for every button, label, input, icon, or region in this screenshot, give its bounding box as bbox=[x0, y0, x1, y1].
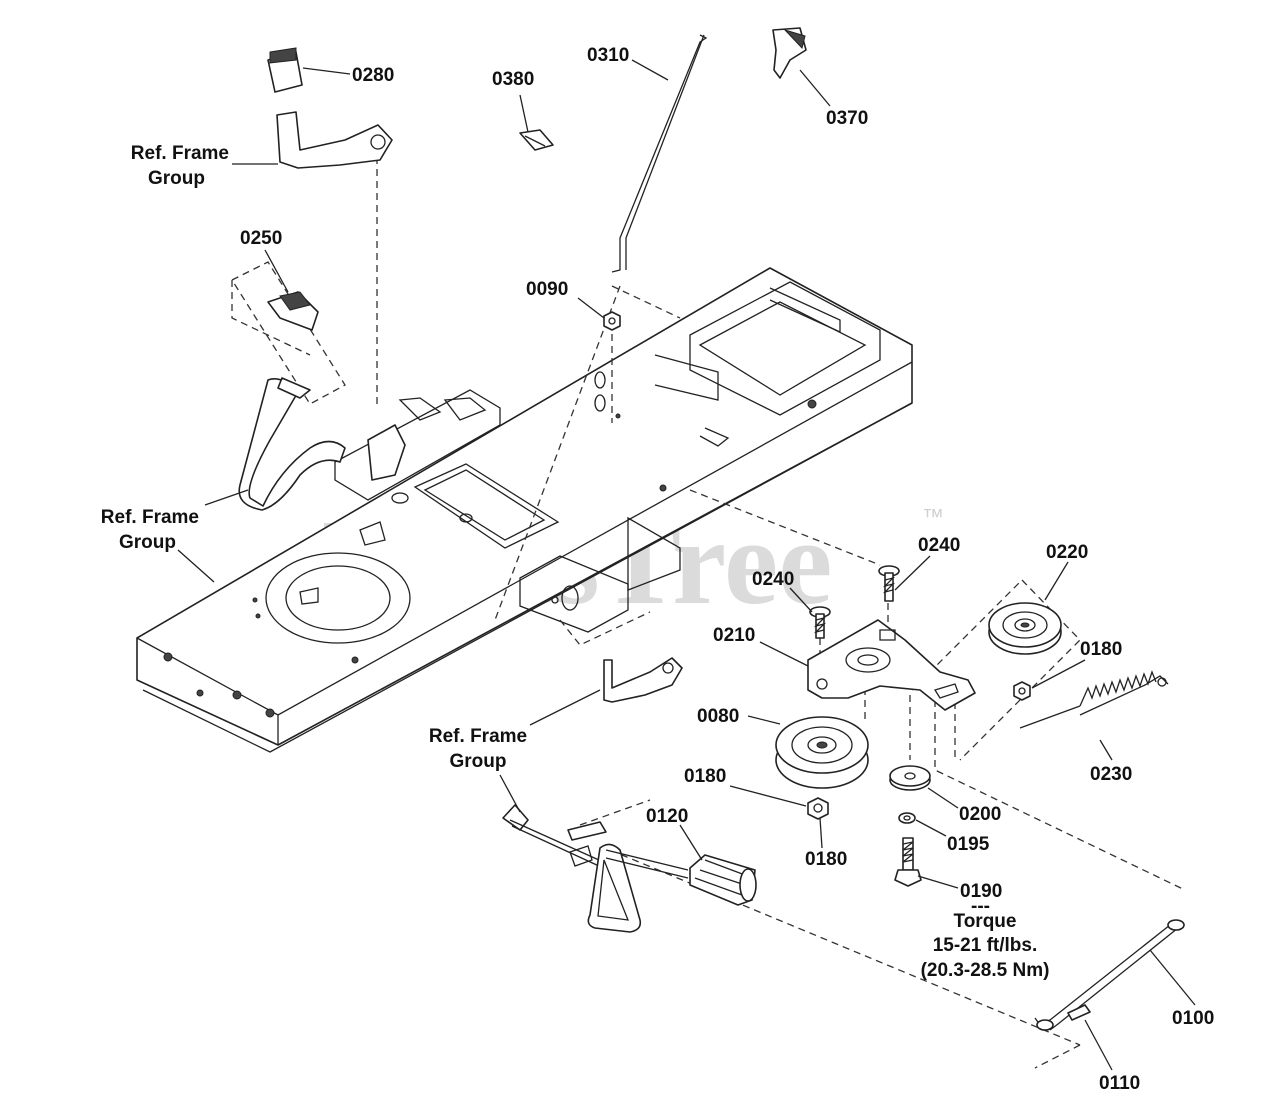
torque-title: Torque bbox=[954, 911, 1017, 932]
torque-value-ftlbs: 15-21 ft/lbs. bbox=[933, 935, 1038, 956]
part-0230-spring bbox=[1019, 670, 1169, 729]
part-0190-bolt bbox=[894, 837, 922, 887]
label-0180-right: 0180 bbox=[1080, 639, 1122, 660]
label-0200: 0200 bbox=[959, 804, 1001, 825]
label-0210: 0210 bbox=[713, 625, 755, 646]
label-0120: 0120 bbox=[646, 806, 688, 827]
part-0220-pulley bbox=[988, 602, 1062, 655]
label-0080: 0080 bbox=[697, 706, 739, 727]
part-0240-bolt-b bbox=[878, 565, 900, 602]
label-ref-frame-1-line2: Group bbox=[148, 168, 205, 189]
part-0080-pulley bbox=[775, 716, 869, 789]
part-ref-bracket-lower bbox=[603, 657, 683, 703]
part-0100-rod bbox=[1034, 919, 1185, 1031]
watermark-trademark: ™ bbox=[922, 504, 944, 529]
part-0210-idler-bracket bbox=[807, 619, 976, 711]
brake-pedal-arm bbox=[276, 111, 393, 169]
part-0110-clip bbox=[1067, 1004, 1091, 1021]
label-0180-bottom: 0180 bbox=[805, 849, 847, 870]
label-0380: 0380 bbox=[492, 69, 534, 90]
label-0090: 0090 bbox=[526, 279, 568, 300]
part-0250-pedal-pad bbox=[267, 291, 319, 331]
label-0280: 0280 bbox=[352, 65, 394, 86]
part-0380-clip bbox=[519, 129, 554, 151]
label-0240-a: 0240 bbox=[752, 569, 794, 590]
part-0195-washer bbox=[898, 812, 916, 824]
part-0370-knob bbox=[772, 27, 807, 79]
part-0310-rod bbox=[611, 34, 708, 273]
part-0120-grip bbox=[689, 854, 757, 906]
torque-separator: --- bbox=[971, 896, 990, 917]
torque-value-nm: (20.3-28.5 Nm) bbox=[921, 960, 1050, 981]
lower-lever-assembly bbox=[502, 804, 689, 933]
leader-lines bbox=[177, 59, 1196, 1071]
label-ref-frame-2-line2: Group bbox=[119, 532, 176, 553]
pedal-tube bbox=[238, 377, 346, 511]
part-0280-pedal-pad bbox=[267, 47, 303, 93]
label-0370: 0370 bbox=[826, 108, 868, 129]
label-ref-frame-3-line2: Group bbox=[450, 751, 507, 772]
part-0180-nut-lower bbox=[807, 797, 829, 820]
label-0230: 0230 bbox=[1090, 764, 1132, 785]
label-0195: 0195 bbox=[947, 834, 990, 855]
label-0100: 0100 bbox=[1172, 1008, 1214, 1029]
label-0250: 0250 bbox=[240, 228, 282, 249]
label-0240-b: 0240 bbox=[918, 535, 960, 556]
part-0240-bolt-a bbox=[809, 606, 831, 639]
part-0180-nut-right bbox=[1013, 681, 1031, 701]
part-0200-washer bbox=[889, 765, 931, 791]
label-0310: 0310 bbox=[587, 45, 629, 66]
label-0190: 0190 bbox=[960, 881, 1002, 902]
main-frame bbox=[136, 267, 913, 753]
label-ref-frame-2-line1: Ref. Frame bbox=[101, 507, 199, 528]
label-ref-frame-1-line1: Ref. Frame bbox=[131, 143, 229, 164]
label-0180-left: 0180 bbox=[684, 766, 726, 787]
label-0110: 0110 bbox=[1099, 1073, 1140, 1094]
label-ref-frame-3-line1: Ref. Frame bbox=[429, 726, 527, 747]
left-bracket bbox=[367, 397, 487, 481]
part-labels: 0280 0380 0310 0370 Ref. Frame Group 025… bbox=[101, 45, 1214, 1094]
label-0220: 0220 bbox=[1046, 542, 1088, 563]
part-0090-nut bbox=[603, 311, 621, 331]
